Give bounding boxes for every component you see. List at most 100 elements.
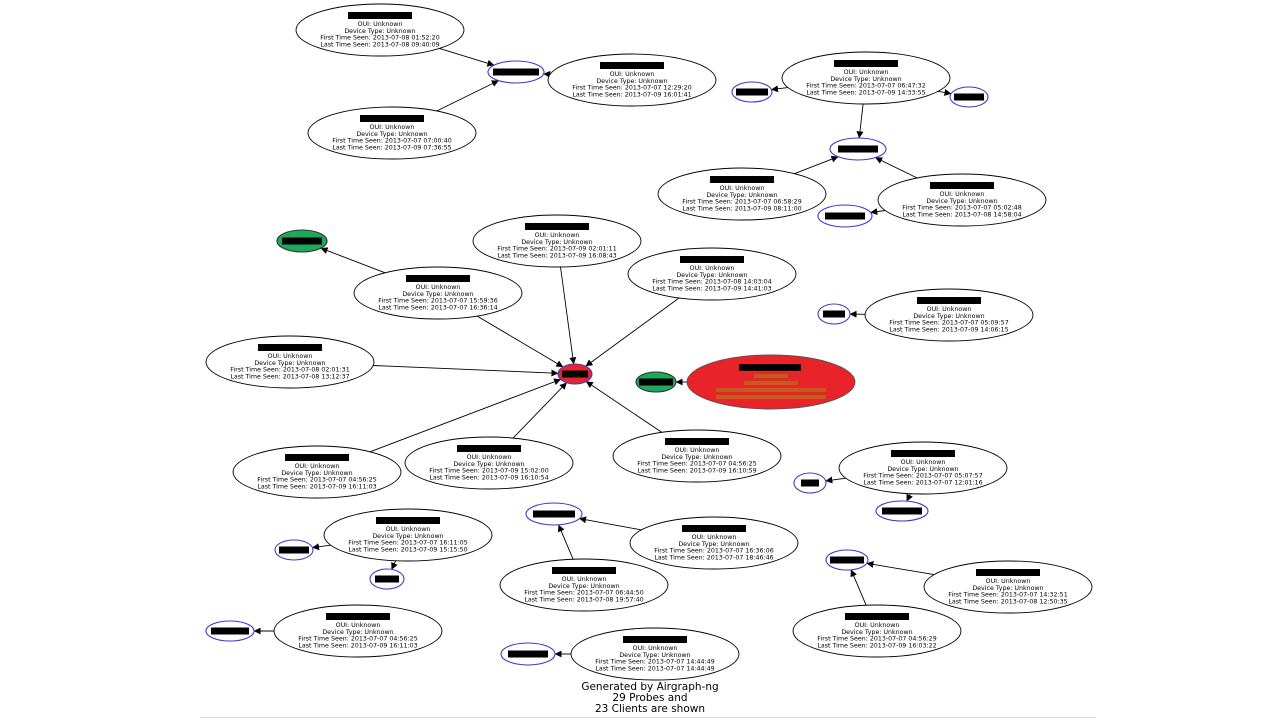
redacted-ssid-label (639, 378, 673, 386)
client-device-type: Device Type: Unknown (402, 291, 473, 298)
client-oui: OUI: Unknown (675, 447, 720, 454)
client-device-type: Device Type: Unknown (372, 533, 443, 540)
edge-c5-p4 (794, 155, 839, 175)
probe-node[interactable] (487, 60, 545, 84)
probe-node[interactable] (829, 137, 887, 161)
redacted-ssid-label (954, 93, 984, 101)
client-last-seen: Last Time Seen: 2013-07-07 14:44:49 (595, 665, 714, 672)
bottom-rule (200, 717, 1096, 718)
client-first-seen: First Time Seen: 2013-07-09 15:02:00 (429, 468, 548, 475)
client-device-type: Device Type: Unknown (706, 192, 777, 199)
probe-node[interactable] (825, 549, 869, 571)
client-first-seen: First Time Seen: 2013-07-07 05:09:57 (889, 320, 1008, 327)
client-ellipse (307, 106, 477, 160)
client-ellipse (657, 167, 827, 221)
probe-node[interactable] (817, 204, 873, 228)
probe-node[interactable] (525, 502, 583, 526)
redacted-mac-label (680, 256, 744, 263)
client-first-seen: First Time Seen: 2013-07-07 15:59:36 (378, 298, 497, 305)
redacted-mac-label (976, 569, 1040, 576)
client-first-seen: First Time Seen: 2013-07-08 01:52:20 (320, 35, 439, 42)
redacted-mac-label (376, 517, 440, 524)
client-first-seen: First Time Seen: 2013-07-07 04:56:25 (637, 461, 756, 468)
client-first-seen: First Time Seen: 2013-07-07 07:00:40 (332, 138, 451, 145)
client-oui: OUI: Unknown (610, 71, 655, 78)
client-ellipse (792, 604, 962, 658)
client-oui: OUI: Unknown (855, 622, 900, 629)
redacted-mac-label (930, 182, 994, 189)
redacted-mac-label (258, 344, 322, 351)
associated-network-node[interactable] (635, 371, 677, 393)
client-ellipse (629, 516, 799, 570)
client-oui: OUI: Unknown (416, 284, 461, 291)
client-last-seen: Last Time Seen: 2013-07-09 16:08:43 (497, 252, 616, 259)
client-first-seen: First Time Seen: 2013-07-07 14:44:49 (595, 659, 714, 666)
client-device-type: Device Type: Unknown (548, 583, 619, 590)
client-first-seen: First Time Seen: 2013-07-07 04:56:29 (817, 636, 936, 643)
client-first-seen: First Time Seen: 2013-07-07 16:11:05 (348, 540, 467, 547)
edge-c4-p4 (856, 103, 864, 139)
client-ellipse (570, 627, 740, 681)
probe-node[interactable] (369, 568, 405, 590)
probe-node[interactable] (875, 500, 929, 522)
redacted-mac-label (285, 454, 349, 461)
redacted-mac-label (739, 364, 801, 371)
footer-generator: Generated by Airgraph-ng (581, 681, 719, 693)
edge-c8-p8 (476, 315, 564, 368)
client-device-type: Device Type: Unknown (678, 541, 749, 548)
network-hub-node[interactable] (557, 363, 593, 385)
redacted-mac-label (891, 450, 955, 457)
associated-network-node[interactable] (276, 229, 328, 253)
client-last-seen: Last Time Seen: 2013-07-09 16:11:03 (298, 642, 417, 649)
redacted-ssid-label (882, 507, 922, 515)
client-last-seen: Last Time Seen: 2013-07-08 12:50:35 (948, 598, 1067, 605)
client-device-type: Device Type: Unknown (521, 239, 592, 246)
redacted-ssid-label (493, 68, 539, 76)
redacted-mac-label (845, 613, 909, 620)
probe-node[interactable] (793, 472, 827, 494)
client-last-seen: Last Time Seen: 2013-07-09 08:11:00 (682, 205, 801, 212)
client-oui: OUI: Unknown (268, 353, 313, 360)
client-first-seen: First Time Seen: 2013-07-07 06:44:50 (524, 590, 643, 597)
footer-client-count: 23 Clients are shown (594, 703, 705, 715)
probe-node[interactable] (817, 303, 851, 325)
client-device-type: Device Type: Unknown (913, 313, 984, 320)
probe-node[interactable] (205, 620, 255, 642)
probe-node[interactable] (274, 539, 314, 561)
redacted-mac-label (623, 636, 687, 643)
client-last-seen: Last Time Seen: 2013-07-09 16:03:22 (817, 642, 936, 649)
access-point-node[interactable] (686, 354, 856, 410)
edge-c4-p3 (938, 89, 952, 96)
client-ellipse (472, 214, 642, 268)
edge-c15-p11 (906, 493, 913, 502)
client-last-seen: Last Time Seen: 2013-07-08 19:57:40 (524, 596, 643, 603)
client-oui: OUI: Unknown (720, 185, 765, 192)
probe-node[interactable] (500, 642, 556, 666)
probe-node[interactable] (949, 86, 989, 108)
client-device-type: Device Type: Unknown (926, 198, 997, 205)
probe-node[interactable] (731, 81, 773, 103)
